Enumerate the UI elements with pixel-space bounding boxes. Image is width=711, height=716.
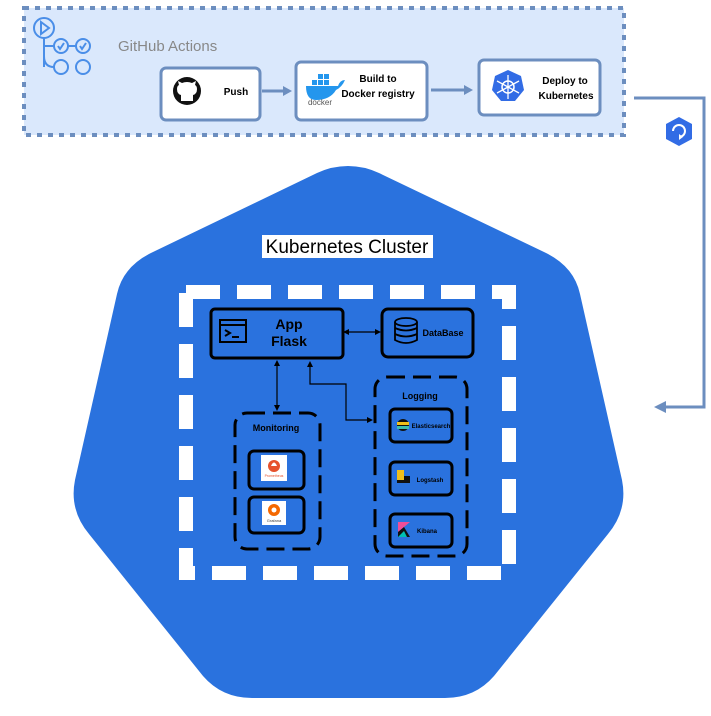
terminal-icon bbox=[219, 319, 247, 343]
deploy-label-line2: Kubernetes bbox=[538, 91, 593, 102]
github-actions-title: GitHub Actions bbox=[118, 38, 217, 55]
app-label-line2: Flask bbox=[271, 333, 307, 349]
monitoring-title: Monitoring bbox=[253, 423, 300, 433]
build-docker-step[interactable]: docker Build to Docker registry bbox=[294, 60, 429, 122]
build-label-line2: Docker registry bbox=[341, 89, 415, 100]
prometheus-icon bbox=[268, 460, 280, 472]
deploy-kubernetes-step[interactable]: Deploy to Kubernetes bbox=[477, 58, 602, 117]
logstash-label: Logstash bbox=[417, 478, 444, 484]
build-label-line1: Build to bbox=[359, 74, 396, 85]
elasticsearch-icon bbox=[397, 419, 409, 431]
grafana-node[interactable]: Grafana bbox=[247, 495, 306, 535]
elasticsearch-node[interactable]: Elasticsearch bbox=[388, 407, 454, 444]
cluster-title: Kubernetes Cluster bbox=[266, 237, 429, 258]
docker-caption: docker bbox=[308, 98, 332, 107]
deploy-connector bbox=[634, 96, 706, 413]
kibana-label: Kibana bbox=[417, 529, 438, 535]
deploy-label-line1: Deploy to bbox=[542, 76, 588, 87]
elasticsearch-label: Elasticsearch bbox=[412, 424, 451, 430]
github-icon bbox=[173, 77, 201, 105]
kubernetes-icon bbox=[492, 70, 524, 101]
kibana-icon bbox=[398, 522, 410, 537]
database-label: DataBase bbox=[422, 328, 463, 338]
logstash-node[interactable]: Logstash bbox=[388, 460, 454, 497]
github-actions-icon bbox=[33, 17, 91, 75]
cluster-title-box bbox=[262, 235, 433, 258]
kibana-node[interactable]: Kibana bbox=[388, 512, 454, 549]
logging-title: Logging bbox=[402, 391, 438, 401]
logstash-icon bbox=[397, 470, 410, 483]
app-label-line1: App bbox=[275, 316, 302, 332]
prometheus-caption: Prometheus bbox=[265, 474, 284, 478]
cluster-connectors bbox=[274, 329, 381, 423]
push-step[interactable]: Push bbox=[159, 66, 262, 122]
argocd-sync-icon[interactable] bbox=[666, 117, 692, 146]
docker-icon: docker bbox=[306, 74, 345, 107]
database-node[interactable]: DataBase bbox=[380, 307, 475, 359]
push-label: Push bbox=[224, 87, 248, 98]
database-icon bbox=[394, 317, 418, 344]
app-flask-node[interactable]: App Flask bbox=[209, 307, 345, 360]
pipeline-arrows bbox=[262, 85, 473, 96]
grafana-caption: Grafana bbox=[267, 518, 282, 523]
prometheus-node[interactable]: Prometheus bbox=[247, 449, 306, 491]
grafana-icon bbox=[268, 504, 280, 516]
